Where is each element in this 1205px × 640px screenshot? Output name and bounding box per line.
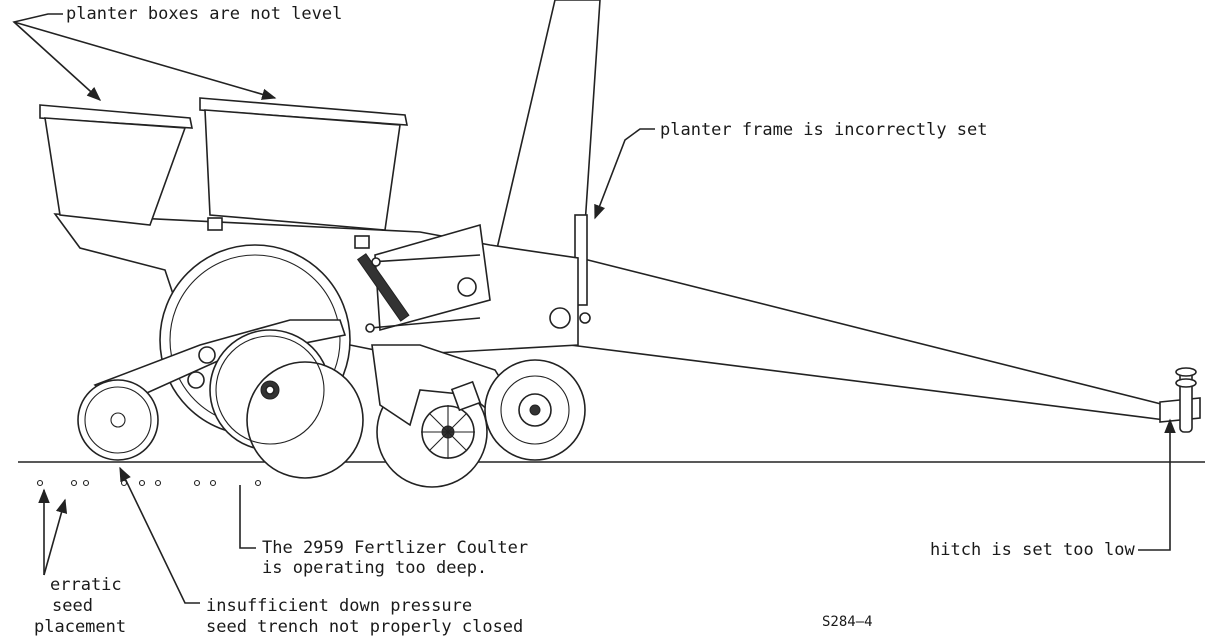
closing-wheel (77, 379, 159, 461)
seed-dots (36, 479, 262, 487)
label-fertilizer-coulter-line2: is operating too deep. (262, 558, 488, 578)
frame-mast (483, 0, 601, 324)
label-planter-frame: planter frame is incorrectly set (660, 120, 988, 140)
label-erratic-line3: placement (34, 617, 127, 637)
hitch-clevis (1159, 367, 1201, 433)
notched-coulter (484, 359, 586, 461)
label-down-pressure-line1: insufficient down pressure (206, 596, 473, 616)
label-fertilizer-coulter-line1: The 2959 Fertlizer Coulter (262, 538, 529, 558)
label-down-pressure-line2: seed trench not properly closed (206, 617, 524, 637)
label-erratic-line1: erratic (50, 575, 122, 595)
callout-leaders (12, 13, 1176, 604)
parallel-linkage (356, 223, 571, 333)
label-erratic-line2: seed (52, 596, 93, 616)
label-planter-boxes: planter boxes are not level (66, 4, 343, 24)
spiked-wheel (421, 405, 475, 459)
planter-box-right (199, 97, 408, 231)
planter-box-left (39, 104, 193, 226)
label-hitch: hitch is set too low (930, 540, 1135, 560)
figure-code: S284—4 (822, 614, 873, 630)
hitch-tongue (569, 257, 1166, 421)
